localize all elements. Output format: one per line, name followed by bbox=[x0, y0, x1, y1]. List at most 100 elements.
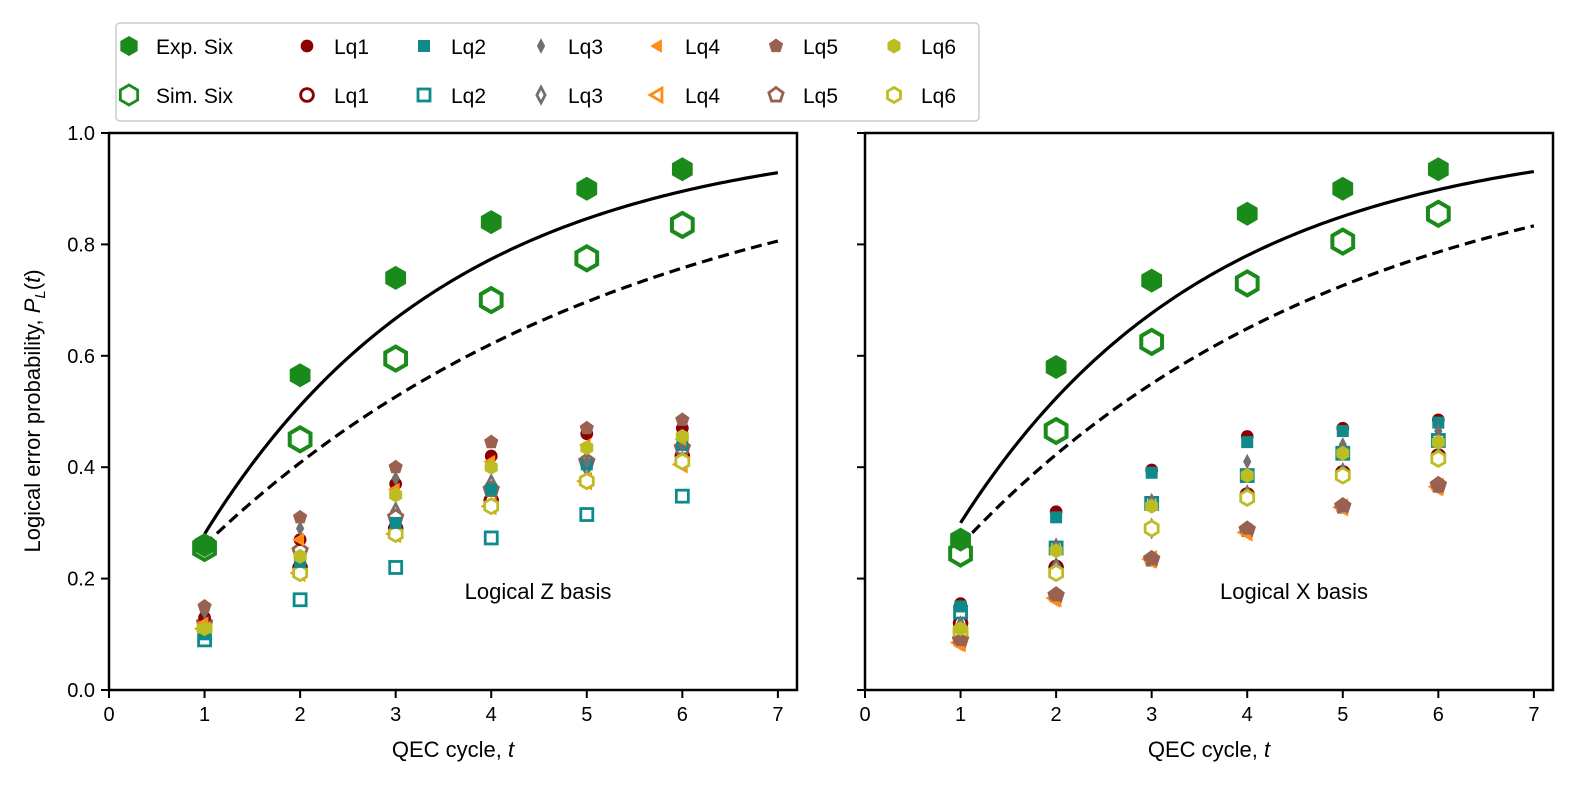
data-point bbox=[483, 497, 500, 516]
data-point bbox=[1334, 466, 1351, 485]
plot-frame bbox=[863, 131, 1555, 692]
y-tick-label: 0.4 bbox=[67, 457, 95, 479]
data-point bbox=[385, 265, 407, 290]
y-tick-label: 1.0 bbox=[67, 123, 95, 145]
x-tick-label: 2 bbox=[1051, 704, 1062, 726]
legend-label: Lq2 bbox=[451, 85, 486, 108]
data-point bbox=[1049, 543, 1063, 559]
legend-label: Lq6 bbox=[921, 36, 956, 59]
data-point bbox=[1432, 416, 1445, 429]
basis-annotation: Logical Z basis bbox=[465, 579, 612, 604]
x-tick-label: 6 bbox=[677, 704, 688, 726]
legend-marker bbox=[300, 39, 314, 53]
y-tick-label: 0.2 bbox=[67, 569, 95, 591]
y-ticks: 0.00.20.40.60.81.0 bbox=[67, 123, 109, 702]
data-point bbox=[295, 520, 305, 537]
data-point bbox=[197, 598, 212, 613]
plot-frame bbox=[107, 131, 799, 692]
legend-label: Lq3 bbox=[568, 85, 603, 108]
data-point bbox=[483, 530, 499, 546]
data-point bbox=[198, 621, 212, 637]
data-point bbox=[1330, 227, 1356, 256]
x-tick-label: 1 bbox=[955, 704, 966, 726]
data-point bbox=[391, 470, 400, 487]
data-point bbox=[674, 452, 691, 471]
legend-marker bbox=[418, 40, 430, 52]
legend-marker bbox=[536, 38, 546, 54]
y-ticks bbox=[857, 132, 865, 691]
legend-label: Lq1 bbox=[334, 85, 369, 108]
data-point bbox=[1239, 488, 1256, 507]
data-point bbox=[287, 425, 313, 454]
data-point bbox=[1043, 416, 1069, 446]
x-tick-label: 1 bbox=[199, 704, 210, 726]
data-point bbox=[954, 600, 967, 613]
data-point bbox=[954, 621, 968, 637]
data-point bbox=[485, 483, 498, 496]
data-point bbox=[1332, 176, 1354, 201]
legend-frame bbox=[115, 22, 980, 122]
legend-label: Lq3 bbox=[568, 36, 603, 59]
data-point bbox=[1427, 157, 1449, 182]
legend-label: Lq4 bbox=[685, 36, 720, 59]
x-tick-label: 5 bbox=[581, 704, 592, 726]
legend-label: Exp. Six bbox=[156, 36, 234, 59]
data-point bbox=[389, 516, 402, 529]
data-point bbox=[1139, 327, 1165, 357]
fit-curve-dashed bbox=[959, 224, 1535, 547]
data-point bbox=[480, 210, 502, 235]
data-point bbox=[1425, 199, 1451, 229]
data-point bbox=[387, 524, 404, 544]
x-tick-label: 3 bbox=[390, 704, 401, 726]
legend-marker bbox=[118, 83, 140, 107]
fit-curves bbox=[203, 171, 779, 547]
data-point bbox=[292, 592, 308, 608]
x-tick-label: 7 bbox=[772, 704, 783, 726]
data-point bbox=[579, 420, 594, 435]
legend-marker bbox=[416, 87, 432, 103]
data-point bbox=[580, 440, 594, 456]
x-tick-label: 6 bbox=[1433, 704, 1444, 726]
basis-annotation: Logical X basis bbox=[1220, 579, 1368, 604]
data-point bbox=[950, 527, 971, 552]
legend-marker bbox=[120, 36, 138, 56]
x-tick-label: 0 bbox=[859, 704, 870, 726]
y-tick-label: 0.6 bbox=[67, 346, 95, 368]
y-tick-label: 0.0 bbox=[67, 680, 95, 702]
data-point bbox=[953, 632, 968, 646]
data-point bbox=[1434, 423, 1443, 439]
data-points bbox=[192, 157, 695, 648]
legend-label: Lq6 bbox=[921, 85, 956, 108]
fit-curve-solid bbox=[203, 171, 779, 535]
data-point bbox=[292, 509, 308, 524]
data-point bbox=[1240, 520, 1255, 535]
data-point bbox=[675, 412, 690, 426]
data-point bbox=[675, 429, 689, 445]
legend-marker bbox=[650, 39, 662, 53]
data-point bbox=[383, 344, 409, 373]
data-point bbox=[388, 560, 404, 575]
fit-curves bbox=[959, 169, 1535, 547]
data-point bbox=[1144, 551, 1159, 566]
data-point bbox=[669, 210, 695, 240]
data-point bbox=[1336, 425, 1349, 437]
data-point bbox=[671, 157, 693, 182]
legend-label: Lq2 bbox=[451, 36, 486, 59]
legend-label: Lq5 bbox=[803, 36, 838, 59]
data-point bbox=[674, 488, 690, 504]
data-point bbox=[1335, 498, 1350, 513]
x-tick-label: 5 bbox=[1337, 704, 1348, 726]
data-point bbox=[1241, 436, 1254, 449]
data-point bbox=[1045, 354, 1067, 379]
data-point bbox=[1240, 468, 1254, 484]
data-point bbox=[1431, 479, 1446, 493]
legend-marker bbox=[887, 38, 901, 54]
data-point bbox=[578, 472, 595, 491]
data-point bbox=[289, 363, 311, 388]
